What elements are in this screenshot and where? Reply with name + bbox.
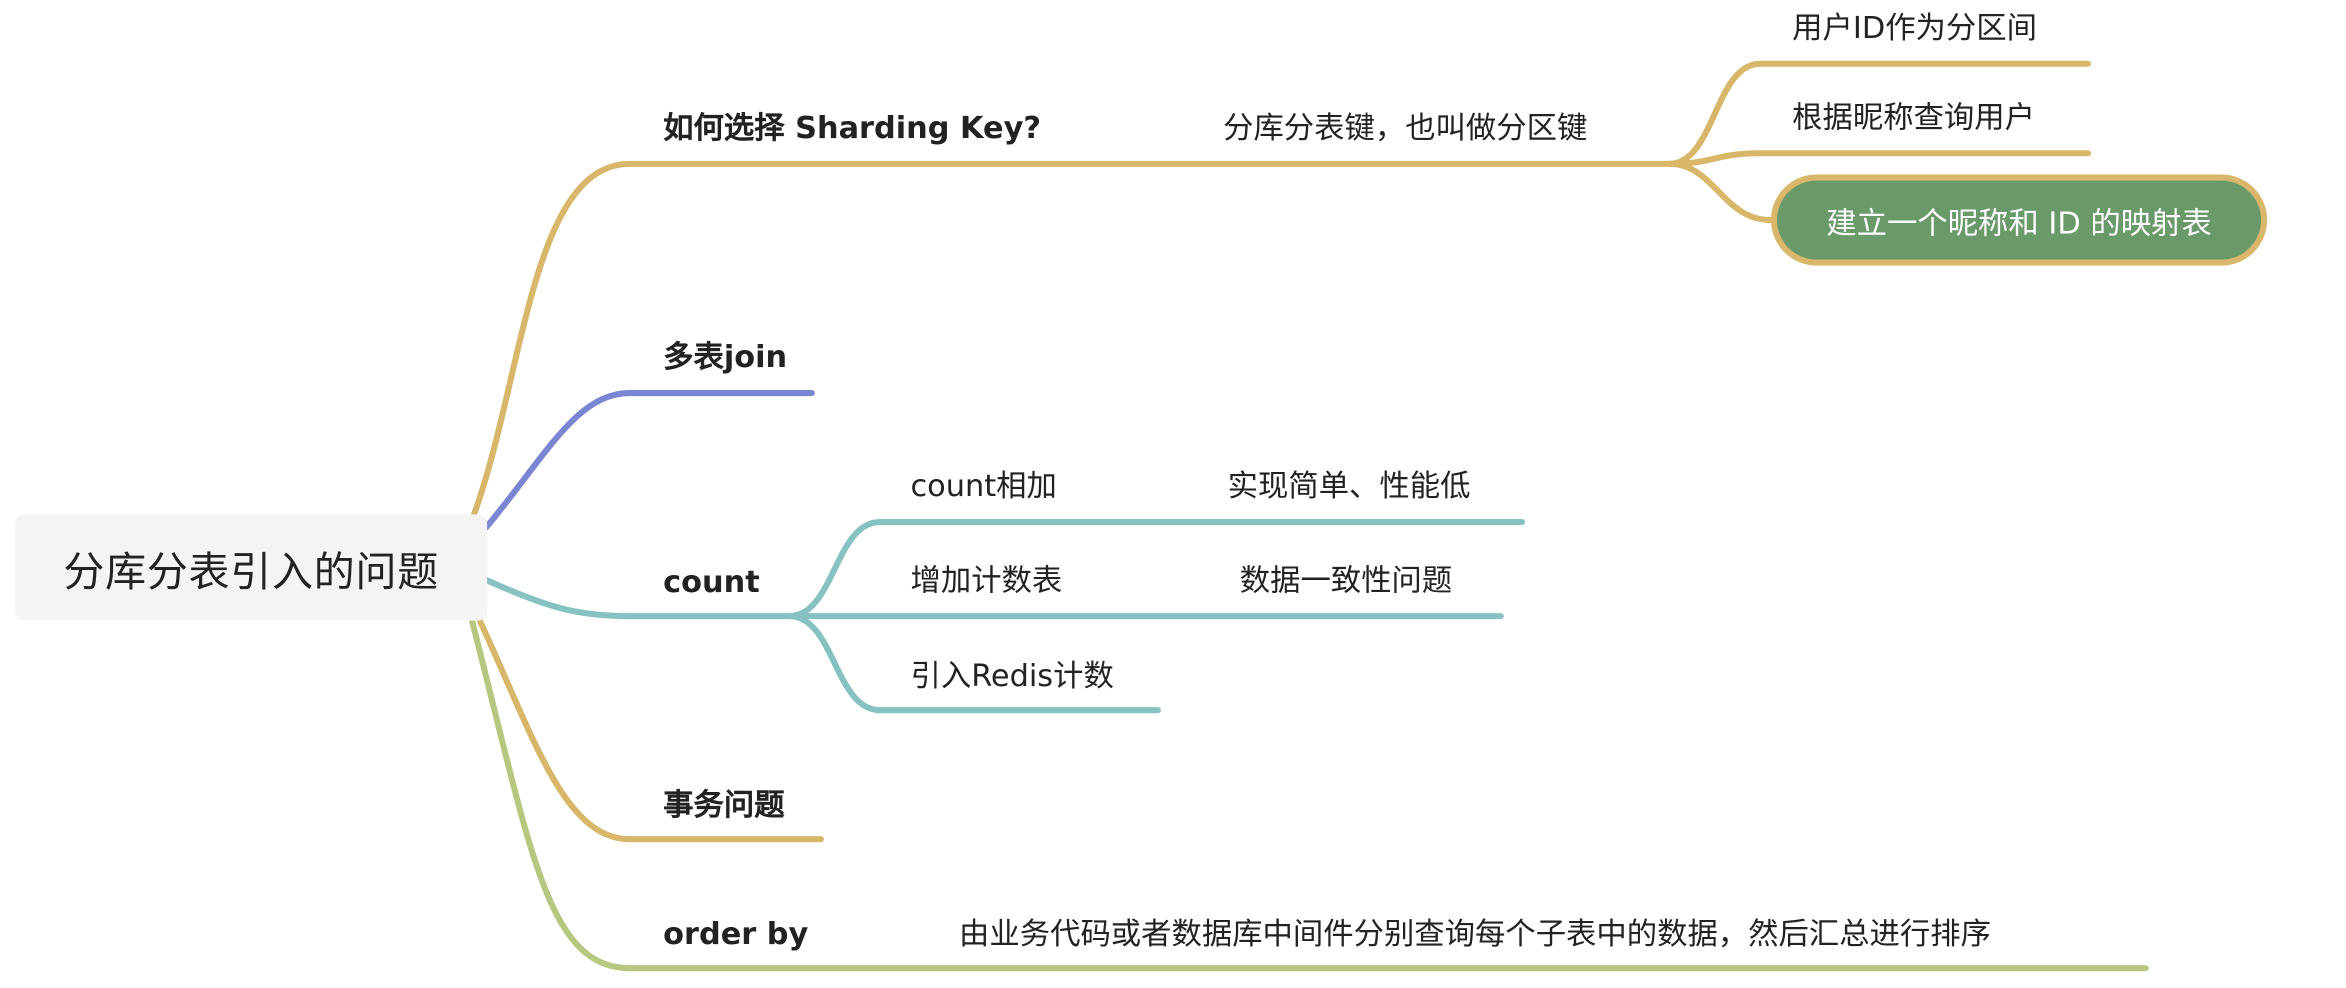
topic-sharding-key[interactable]: 如何选择 Sharding Key? [663,109,1042,146]
root-topic-label: 分库分表引入的问题 [63,548,439,596]
topic-nickname-id-mapping-label: 建立一个昵称和 ID 的映射表 [1826,204,2212,241]
edge-root-tx [470,603,825,843]
topic-userid-partition[interactable]: 用户ID作为分区间 [1792,9,2037,46]
edge-root-orderby [467,611,2149,972]
edge-shard-leaf-1 [1666,60,2092,167]
topic-partition-key[interactable]: 分库分表键，也叫做分区键 [1223,109,1588,146]
topic-redis-count[interactable]: 引入Redis计数 [910,657,1114,694]
topic-count-sum[interactable]: count相加 [910,467,1057,504]
topic-nickname-id-mapping[interactable]: 建立一个昵称和 ID 的映射表 [1770,174,2268,266]
edge-shard-leaf-2 [1666,150,2092,167]
edge-root-sharding [470,160,1673,519]
edge-root-join [482,389,815,532]
topic-order-by-note[interactable]: 由业务代码或者数据库中间件分别查询每个子表中的数据，然后汇总进行排序 [959,915,1991,952]
root-topic[interactable]: 分库分表引入的问题 [15,514,488,621]
topic-query-by-nickname[interactable]: 根据昵称查询用户 [1792,98,2035,136]
topic-count-table[interactable]: 增加计数表 [910,561,1063,598]
topic-order-by[interactable]: order by [663,915,809,952]
topic-multi-table-join[interactable]: 多表join [663,338,788,375]
edge-count-child-3 [786,613,1161,714]
edge-root-count [482,576,793,620]
topic-count[interactable]: count [663,562,760,600]
edge-shard-leaf-3 [1666,160,1774,224]
edge-count-child-1 [786,518,1526,620]
topic-transaction[interactable]: 事务问题 [663,786,785,823]
topic-count-sum-note[interactable]: 实现简单、性能低 [1227,467,1471,504]
topic-count-table-note[interactable]: 数据一致性问题 [1239,561,1453,598]
